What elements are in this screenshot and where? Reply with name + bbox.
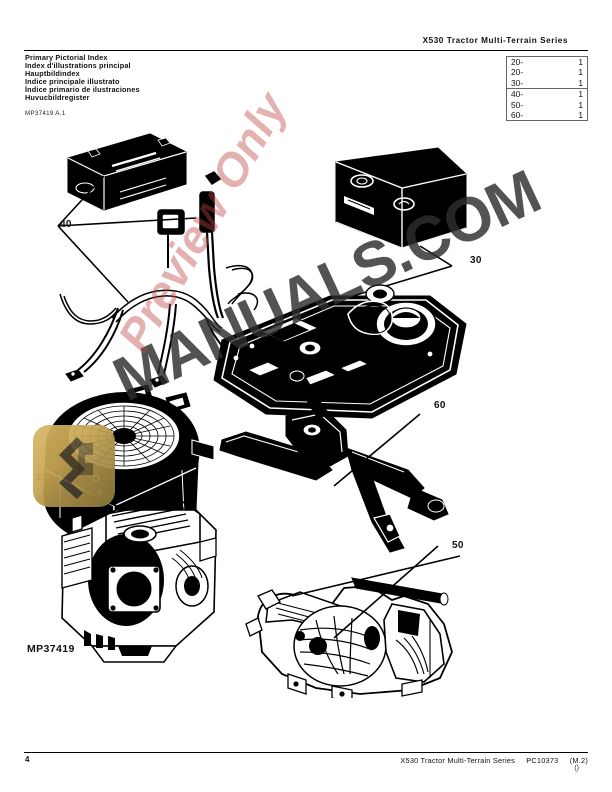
footer-publication: PC10373 [526,756,559,765]
section-page: 1 [578,110,583,121]
header-divider [24,50,588,51]
callout-30[interactable]: 30 [470,255,482,266]
section-page: 1 [555,77,588,90]
chassis-frame-part [213,284,467,419]
index-title-block: Primary Pictorial Index Index d'illustra… [25,53,140,103]
figure-code: MP37419 A.1 [25,110,66,117]
section-page: 1 [578,99,583,110]
section-code: 50- [511,99,524,110]
steering-linkage-part [191,370,449,553]
table-row[interactable]: 20- 1 [507,67,588,77]
footer-page-number: 4 [25,755,30,764]
section-code: 60- [511,110,524,121]
callout-40-leaders [57,175,197,303]
table-row[interactable]: 40- 1 [507,89,588,100]
section-code: 30- [506,77,556,90]
table-row[interactable]: 60- 1 [507,110,588,121]
section-code: 20- [511,67,524,78]
exploded-parts-illustration [0,118,612,698]
axle-tube-part [351,577,449,606]
engine-block-part [61,499,217,663]
wiring-harness-part [59,171,259,413]
transaxle-part [245,585,453,698]
table-row[interactable]: 20- 1 [507,57,588,68]
page-header-title: X530 Tractor Multi-Terrain Series [422,36,568,45]
table-row[interactable]: 30- 1 [506,77,588,90]
section-page: 1 [578,67,583,78]
callout-50-leader-b [291,555,461,597]
index-title-de: Hauptbildindex [25,69,80,79]
footer-mark: () [574,765,579,772]
index-title-es: Índice primario de ilustraciones [25,85,140,95]
index-title-it: Indice principale illustrato [25,77,120,87]
footer-meta: X530 Tractor Multi-Terrain Series PC1037… [391,756,588,765]
table-row[interactable]: 50- 1 [507,100,588,110]
callout-50[interactable]: 50 [452,540,464,551]
callout-60[interactable]: 60 [434,400,446,411]
footer-series: X530 Tractor Multi-Terrain Series [400,756,515,765]
footer-divider [24,752,588,753]
section-code: 20- [511,57,524,67]
section-page: 1 [578,57,583,67]
index-title-fr: Index d'illustrations principal [25,61,131,71]
hood-assembly-part [335,147,467,249]
index-title-sv: Huvucbildregister [25,93,90,103]
illustration-figure-label: MP37419 [27,643,75,655]
callout-40[interactable]: 40 [60,219,72,230]
callout-20[interactable]: 20 [36,472,48,483]
footer-revision: (M.2) [569,756,588,765]
index-title-en: Primary Pictorial Index [25,53,108,62]
section-page: 1 [578,89,583,100]
section-page-reference-table: 20- 1 20- 1 30- 1 40- 1 50- 1 60- 1 [506,56,588,122]
section-code: 40- [511,89,524,100]
callout-60-leaders [333,413,421,487]
battery-part [67,133,187,211]
